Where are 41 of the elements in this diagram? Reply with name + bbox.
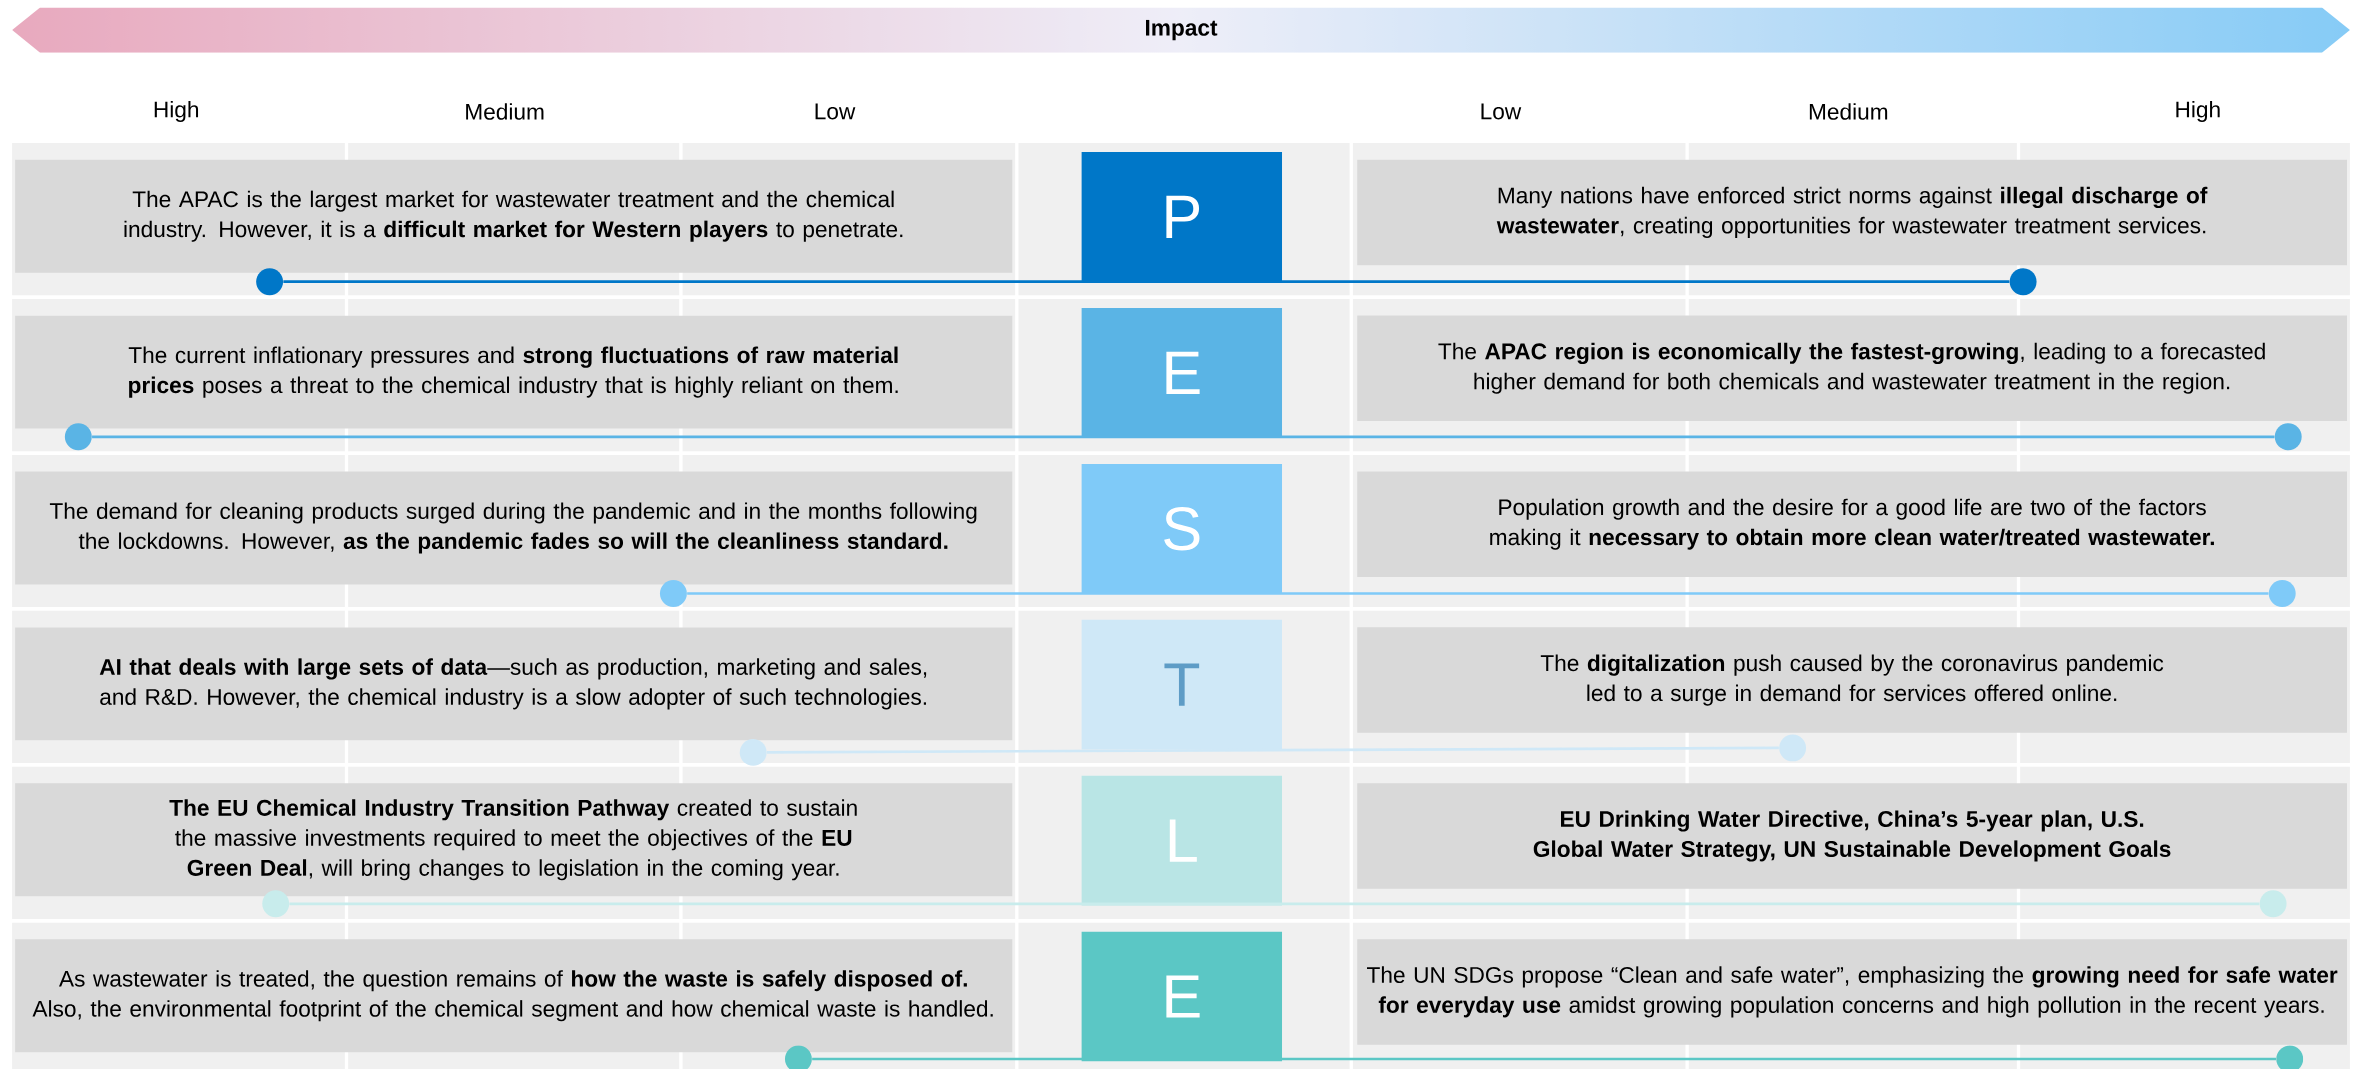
text-box: The demand for cleaning products surged during the pandemic and in the months following the lockdowns. However, as the pandemic fades so will the cleanliness standard. [15,471,1013,585]
impact-line [766,746,1779,754]
impact-dot [1779,734,1807,762]
text-box: EU Drinking Water Directive, China’s 5-year plan, U.S. Global Water Strategy, UN Sustainable Development Goals [1357,783,2347,889]
letter-box: P [1081,152,1282,282]
text-box: The digitalization push caused by the coronavirus pandemic led to a surge in demand for services offered online. [1357,627,2347,733]
column-header: High [2176,100,2220,123]
impact-dot [739,738,767,766]
impact-line [92,435,2275,439]
letter-box: E [1081,308,1282,438]
impact-dot [2259,890,2287,918]
text-box: The APAC is the largest market for wastewater treatment and the chemical industry. However, it is a difficult market for Western players to penetrate. [15,159,1013,273]
impact-dot [262,890,290,918]
impact-dot [256,268,284,296]
impact-line [687,592,2269,595]
text-box: The EU Chemical Industry Transition Pathway created to sustain the massive investments required to meet the objectives of the EU Green Deal, will bring changes to legislation in the coming year. [15,783,1013,897]
letter-box: L [1081,775,1282,906]
impact-dot [2274,423,2302,451]
impact-dot [2268,580,2296,607]
letter-box: E [1081,931,1282,1062]
text-box: The UN SDGs propose “Clean and safe water”, emphasizing the growing need for safe water for everyday use amidst growing population concerns and high pollution in the recent years. [1357,939,2347,1045]
column-header: Low [815,103,856,120]
text-box: As wastewater is treated, the question remains of how the waste is safely disposed of. Also, the environmental footprint of the chemical segment and how chemical waste is handled. [15,939,1013,1053]
impact-dot [2009,268,2037,296]
letter-box: T [1081,619,1282,750]
text-box: Many nations have enforced strict norms against illegal discharge of wastewater, creating opportunities for wastewater treatment services. [1357,159,2347,266]
text-box: The current inflationary pressures and strong fluctuations of raw material prices poses a threat to the chemical industry that is highly reliant on them. [15,315,1013,429]
column-header: High [154,100,199,123]
column-header: Low [1481,103,1522,120]
text-box: Population growth and the desire for a good life are two of the factors making it necessary to obtain more clean water/treated wastewater. [1357,471,2347,577]
text-box: The APAC region is economically the fastest-growing, leading to a forecasted higher demand for both chemicals and wastewater treatment in the region. [1357,315,2347,422]
impact-line [289,902,2260,906]
text-box: AI that deals with large sets of data—such as production, marketing and sales, and R&D. However, the chemical industry is a slow adopter of such technologies. [15,627,1013,741]
impact-arrow: Impact [1146,19,1218,41]
impact-line [812,1057,2276,1061]
impact-line [283,280,2010,284]
impact-dot [64,423,92,451]
letter-box: S [1081,463,1282,594]
column-header: Medium [1809,103,1888,120]
impact-dot [659,580,687,607]
column-header: Medium [466,103,544,120]
